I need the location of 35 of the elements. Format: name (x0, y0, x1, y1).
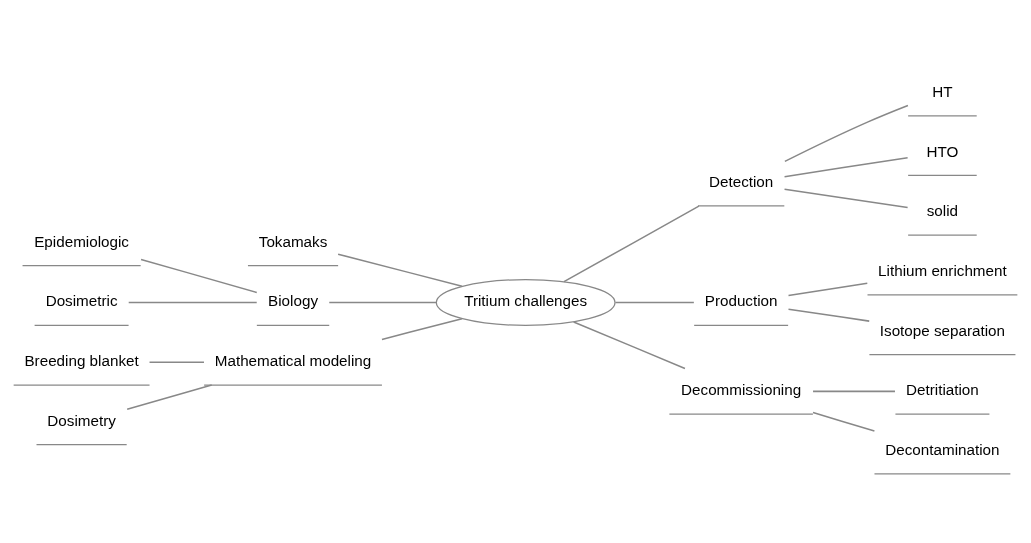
node-ellipse: Tritium challenges (435, 278, 616, 326)
connector (148, 360, 205, 363)
connector (126, 383, 213, 410)
connector (563, 204, 700, 282)
node-text: Dosimetry (47, 411, 116, 429)
node-text: Epidemiologic (34, 232, 129, 250)
node-text: HT (932, 82, 953, 100)
connector (787, 282, 869, 296)
node-text: Decontamination (885, 440, 1000, 458)
node-text: Tokamaks (258, 232, 328, 250)
node-text: Production (704, 291, 778, 309)
node-text: Biology (268, 291, 318, 309)
connector (787, 308, 870, 322)
connector (127, 301, 258, 303)
node-text: solid (926, 201, 959, 219)
connector (572, 320, 686, 369)
node-text: Dosimetric (45, 291, 118, 309)
connector (337, 252, 463, 287)
connector (614, 301, 695, 303)
connector (812, 390, 896, 392)
node-text: Isotope separation (879, 321, 1006, 339)
node-text: Lithium enrichment (878, 261, 1007, 279)
node-text: Breeding blanket (24, 351, 139, 369)
connector (328, 301, 438, 303)
connector (784, 104, 909, 162)
node-text: Mathematical modeling (214, 351, 372, 369)
connector (783, 188, 909, 208)
node-text: Detection (708, 172, 774, 190)
connector (140, 258, 258, 293)
connector (812, 411, 876, 432)
node-text: HTO (926, 142, 959, 160)
node-text: Decommissioning (681, 380, 802, 398)
connector (381, 317, 463, 340)
node-text: Detritiation (906, 380, 979, 398)
connector (783, 156, 909, 177)
